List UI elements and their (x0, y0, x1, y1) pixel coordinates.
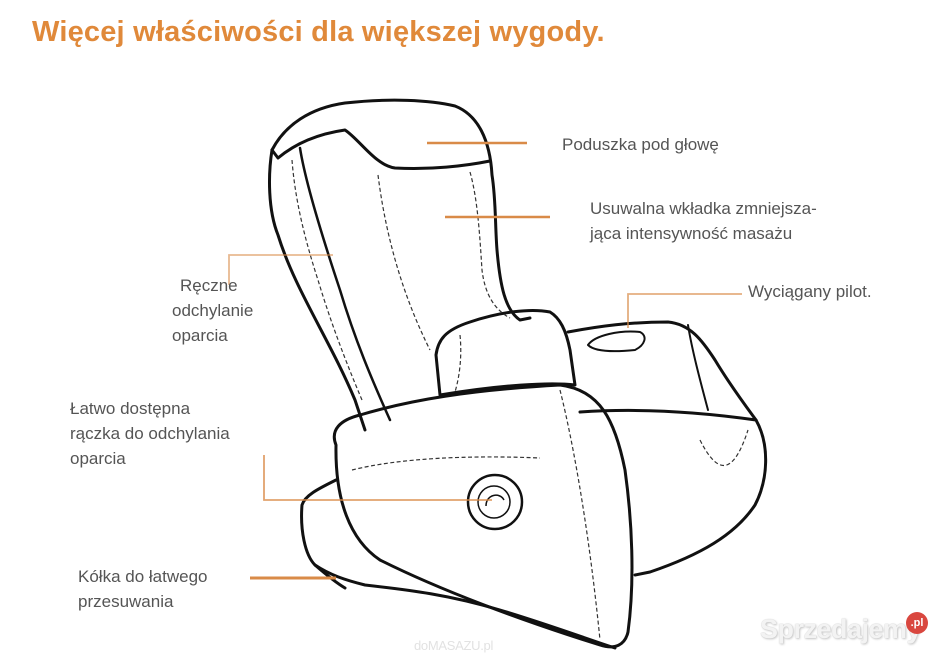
callout-recline-line-2: odchylanie (172, 301, 254, 320)
callout-recline: Ręczne odchylanie oparcia (172, 273, 253, 348)
callout-handle: Łatwo dostępna rączka do odchylania opar… (70, 396, 230, 471)
callout-insert-line-1: Usuwalna wkładka zmniejsza- (590, 199, 817, 218)
site-badge-icon: .pl (906, 612, 928, 634)
callout-handle-line-1: Łatwo dostępna (70, 399, 191, 418)
callout-headrest: Poduszka pod głowę (562, 132, 719, 157)
callout-recline-line-3: oparcia (172, 326, 228, 345)
callout-insert: Usuwalna wkładka zmniejsza- jąca intensy… (590, 196, 817, 246)
callout-remote: Wyciągany pilot. (748, 279, 872, 304)
callout-wheels: Kółka do łatwego przesuwania (78, 564, 207, 614)
arm-pillow (434, 309, 577, 397)
source-watermark: doMASAZU.pl (414, 638, 494, 653)
callout-wheels-line-2: przesuwania (78, 592, 174, 611)
callout-headrest-line-1: Poduszka pod głowę (562, 135, 719, 154)
right-armrest (566, 320, 758, 422)
leg-rest (300, 478, 617, 650)
callout-remote-line-1: Wyciągany pilot. (748, 282, 872, 301)
backrest-outline (270, 98, 532, 322)
callout-insert-line-2: jąca intensywność masażu (590, 224, 793, 243)
callout-recline-line-1: Ręczne (180, 276, 238, 295)
callout-handle-line-2: rączka do odchylania (70, 424, 230, 443)
headrest-outline (270, 128, 492, 171)
remote-recess (587, 330, 646, 353)
callout-wheels-line-1: Kółka do łatwego (78, 567, 208, 586)
callout-leaders (228, 141, 742, 580)
callout-handle-line-3: oparcia (70, 449, 126, 468)
recline-handle-icon (466, 473, 524, 531)
front-arm-panel (332, 383, 634, 649)
page-title: Więcej właściwości dla większej wygody. (32, 16, 605, 48)
site-watermark: Sprzedajemy (760, 614, 922, 644)
